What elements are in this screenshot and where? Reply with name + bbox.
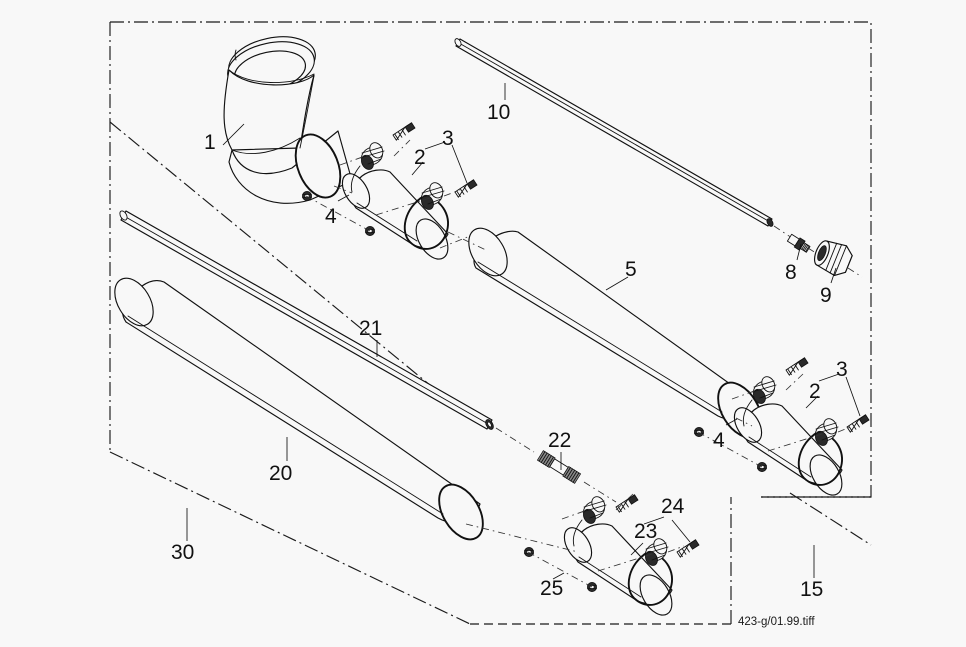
part-elbow-pipe — [223, 36, 353, 204]
axis-22-23 — [583, 481, 617, 503]
source-filename-label: 423-g/01.99.tiff — [738, 616, 815, 628]
axis-2-5 — [447, 231, 487, 251]
callout-2b: 2 — [809, 380, 821, 403]
callout-24: 24 — [661, 495, 685, 518]
callout-leaders — [186, 83, 861, 580]
callout-22: 22 — [548, 429, 572, 452]
axis-10-8 — [773, 225, 793, 239]
axis-5-2b — [735, 417, 753, 427]
part-large-pipe-20 — [114, 277, 484, 541]
part-coupling-9 — [813, 240, 853, 277]
part-main-pipe-5 — [468, 227, 763, 439]
callout-4a: 4 — [325, 205, 337, 228]
callout-25: 25 — [540, 577, 564, 600]
callout-2a: 2 — [414, 146, 426, 169]
axis-20-23 — [465, 523, 579, 553]
callout-5: 5 — [625, 258, 637, 281]
group-30-boundary — [109, 121, 732, 625]
part-nipple-22 — [536, 450, 582, 484]
part-long-tube — [454, 38, 774, 227]
group-15-boundary — [761, 492, 872, 546]
callout-10: 10 — [487, 101, 511, 124]
callout-1: 1 — [204, 131, 216, 154]
callout-3b: 3 — [836, 358, 848, 381]
callout-30: 30 — [171, 541, 195, 564]
clamp-nut — [301, 190, 313, 202]
clamp-screw-housing — [579, 493, 609, 527]
axis-8-9 — [807, 247, 825, 259]
part-fitting-8 — [786, 233, 811, 253]
clamp-assembly-a — [301, 122, 478, 260]
clamp-nut — [523, 546, 535, 558]
clamp-assembly-c — [523, 493, 700, 616]
callout-8: 8 — [785, 261, 797, 284]
axis-1-2 — [333, 185, 353, 194]
part-tube-21 — [119, 210, 494, 430]
clamp-screw-housing — [357, 139, 387, 173]
callout-20: 20 — [269, 462, 293, 485]
callout-9: 9 — [820, 284, 832, 307]
callout-3a: 3 — [442, 127, 454, 150]
callout-4b: 4 — [713, 429, 725, 452]
clamp-nut — [693, 426, 705, 438]
axis-21-22 — [495, 427, 535, 453]
clamp-assembly-b — [693, 357, 870, 496]
callout-23: 23 — [634, 520, 658, 543]
axis-9-out — [847, 267, 863, 278]
callout-21: 21 — [359, 317, 383, 340]
callout-15: 15 — [800, 578, 824, 601]
